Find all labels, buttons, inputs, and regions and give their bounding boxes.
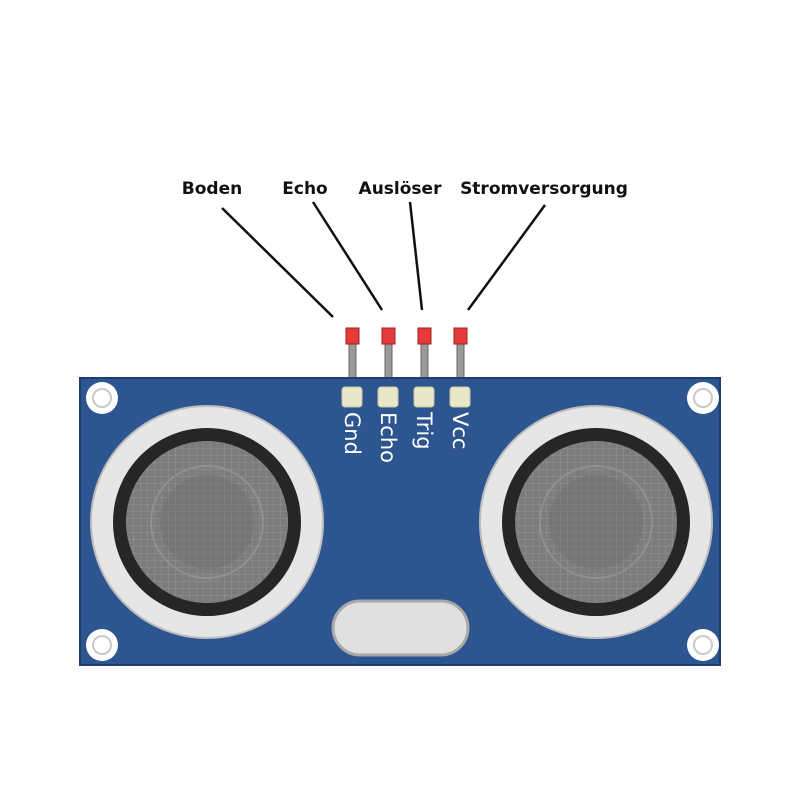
pin-pad-vcc <box>449 386 471 408</box>
right-transducer <box>479 405 713 639</box>
callout-power-label: Stromversorgung <box>460 179 628 199</box>
leader-line-trigger <box>408 201 424 311</box>
pin-pad-gnd <box>341 386 363 408</box>
leader-line-ground <box>221 207 334 318</box>
callout-echo-label: Echo <box>282 179 327 199</box>
pin-label-echo: Echo <box>376 412 400 463</box>
pin-vcc-wire <box>453 327 468 381</box>
crystal-oscillator <box>331 599 470 657</box>
mounting-hole-bottom-right <box>687 629 719 661</box>
pin-label-vcc: Vcc <box>448 412 472 449</box>
pin-echo-wire <box>381 327 396 381</box>
callout-ground-label: Boden <box>182 179 242 199</box>
pin-trig-wire <box>417 327 432 381</box>
callout-trigger-label: Auslöser <box>359 179 443 199</box>
leader-line-power <box>466 204 547 311</box>
pin-gnd-wire <box>345 327 360 381</box>
pin-label-gnd: Gnd <box>340 412 364 455</box>
left-transducer <box>90 405 324 639</box>
pin-pad-trig <box>413 386 435 408</box>
mounting-hole-top-left <box>86 382 118 414</box>
leader-line-echo <box>311 201 384 311</box>
mounting-hole-top-right <box>687 382 719 414</box>
mounting-hole-bottom-left <box>86 629 118 661</box>
pin-pad-echo <box>377 386 399 408</box>
pin-label-trig: Trig <box>412 411 436 450</box>
